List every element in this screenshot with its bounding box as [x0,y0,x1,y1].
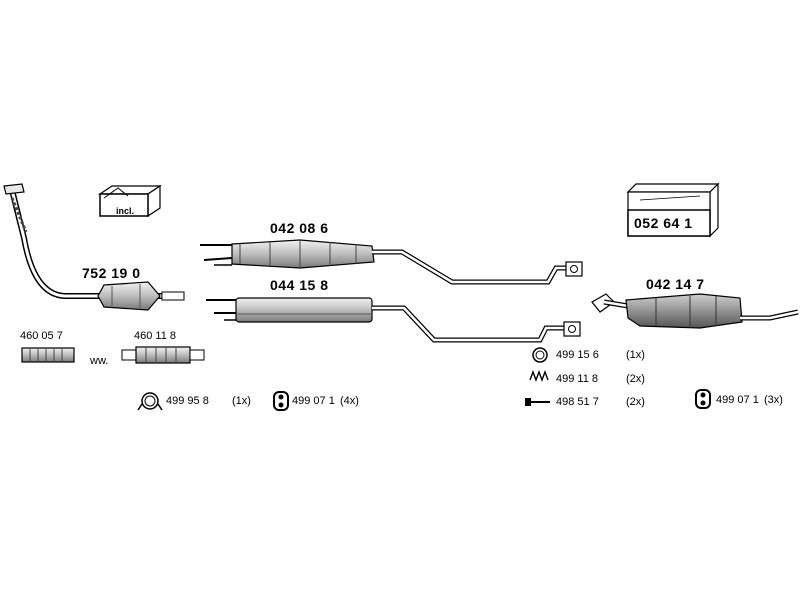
alternative-ww-label: ww. [90,355,109,367]
part-number-460118: 460 11 8 [134,330,177,342]
part-number-052641: 052 64 1 [634,215,693,231]
fitting-number: 499 15 6 [556,349,599,361]
middle-silencer [206,297,581,343]
fitting-qty: (2x) [626,396,645,408]
fitting-qty: (1x) [232,395,251,407]
fitting-qty: (1x) [626,349,645,361]
connector-a [21,347,75,363]
rubber-hanger-icon-right [695,389,711,409]
fitting-number: 498 51 7 [556,396,599,408]
part-number-752190: 752 19 0 [82,265,141,281]
fitting-number: 499 07 1 [292,395,335,407]
part-number-042086: 042 08 6 [270,220,329,236]
seal-ring-icon [532,347,548,363]
fitting-number: 499 07 1 [716,394,759,406]
mounting-kit-box [626,182,720,238]
fitting-number: 499 11 8 [556,373,599,385]
rear-silencer [591,293,799,329]
center-silencer [200,239,583,285]
bolt-icon [525,398,550,406]
front-pipe-catalyst [3,183,185,311]
fitting-qty: (4x) [340,395,359,407]
fitting-qty: (3x) [764,394,783,406]
kit-incl-label: incl. [116,206,135,216]
spring-icon [529,370,549,382]
clamp-ring-icon [137,392,163,411]
part-number-460057: 460 05 7 [20,330,63,342]
fitting-number: 499 95 8 [166,395,209,407]
connector-b [121,346,205,364]
part-number-044158: 044 15 8 [270,277,329,293]
kit-box-incl [98,184,162,218]
rubber-hanger-icon [273,391,289,411]
fitting-qty: (2x) [626,373,645,385]
part-number-042147: 042 14 7 [646,276,705,292]
